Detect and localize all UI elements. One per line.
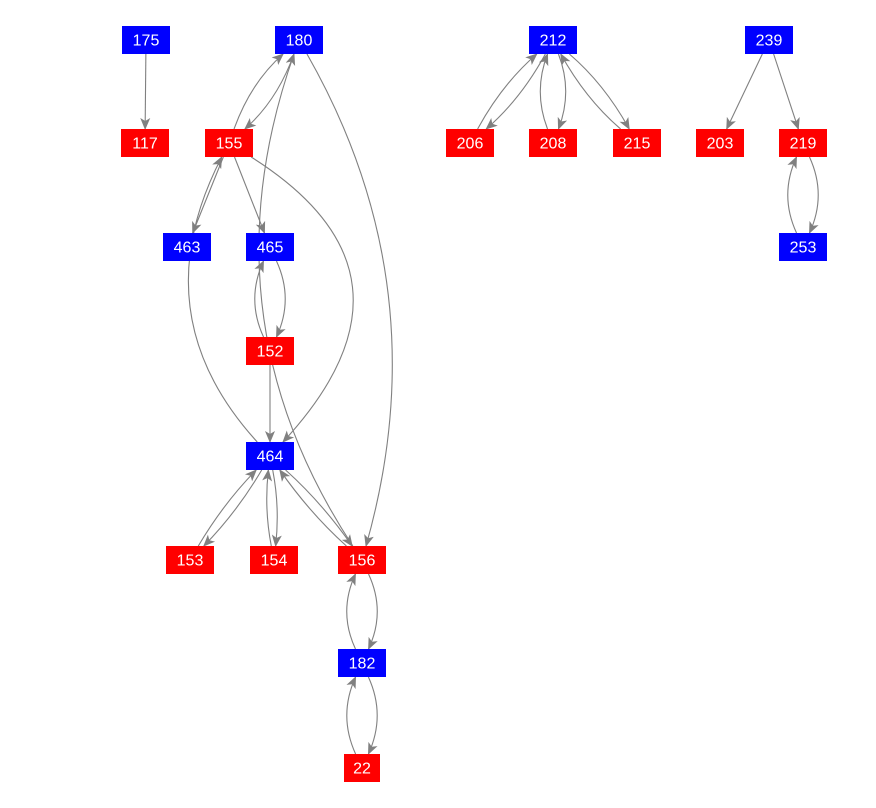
edge-464-to-154 [271,469,282,547]
node-box[interactable] [205,129,253,157]
edge-152-to-465 [254,260,265,338]
edge-465-to-152 [275,260,286,338]
node-box[interactable] [163,233,211,261]
edge-180-to-156 [306,53,393,547]
node-154[interactable]: 154 [250,546,298,574]
node-box[interactable] [338,649,386,677]
node-22[interactable]: 22 [344,754,380,782]
edge-22-to-182 [346,676,357,755]
node-label: 175 [133,33,160,50]
node-box[interactable] [275,26,323,54]
node-label: 154 [261,553,288,570]
node-219[interactable]: 219 [779,129,827,157]
edge-212-to-215 [568,53,630,130]
node-box[interactable] [246,233,294,261]
node-175[interactable]: 175 [122,26,170,54]
node-box[interactable] [121,129,169,157]
node-label: 208 [540,136,567,153]
edge-155-to-464 [250,156,354,443]
edge-156-to-182 [368,573,378,650]
node-label: 463 [174,240,201,257]
edge-253-to-219 [787,156,798,234]
node-label: 239 [756,33,783,50]
node-box[interactable] [446,129,494,157]
node-label: 152 [257,344,284,361]
edge-219-to-253 [808,156,819,234]
node-463[interactable]: 463 [163,233,211,261]
edge-464-to-156 [285,469,353,547]
node-label: 465 [257,240,284,257]
node-117[interactable]: 117 [121,129,169,157]
node-label: 219 [790,136,817,153]
edge-155-to-180 [233,53,284,130]
node-label: 206 [457,136,484,153]
edge-153-to-464 [197,469,257,547]
node-label: 215 [624,136,651,153]
node-155[interactable]: 155 [205,129,253,157]
node-box[interactable] [122,26,170,54]
node-box[interactable] [745,26,793,54]
edge-155-to-463 [192,156,224,234]
edge-175-to-117 [140,53,151,130]
node-label: 464 [257,449,284,466]
node-label: 22 [353,761,371,778]
node-label: 253 [790,240,817,257]
node-box[interactable] [696,129,744,157]
edge-239-to-219 [773,53,800,130]
node-box[interactable] [779,233,827,261]
node-203[interactable]: 203 [696,129,744,157]
node-label: 203 [707,136,734,153]
node-box[interactable] [250,546,298,574]
edge-156-to-180 [258,53,354,547]
edge-215-to-212 [560,53,622,130]
edge-156-to-464 [279,469,347,547]
edge-212-to-208 [557,53,568,130]
node-box[interactable] [613,129,661,157]
edge-208-to-212 [538,53,549,130]
node-212[interactable]: 212 [529,26,577,54]
node-465[interactable]: 465 [246,233,294,261]
node-label: 117 [132,136,158,153]
edge-206-to-212 [477,53,538,130]
node-box[interactable] [529,129,577,157]
node-215[interactable]: 215 [613,129,661,157]
node-box[interactable] [344,754,380,782]
node-label: 153 [177,553,204,570]
node-label: 155 [216,136,243,153]
node-label: 156 [349,553,376,570]
nodes-layer: 175 180 212 239 117 155 206 208 215 203 219 463 465 2… [121,26,827,782]
edge-155-to-465 [234,156,266,234]
node-206[interactable]: 206 [446,129,494,157]
node-239[interactable]: 239 [745,26,793,54]
node-253[interactable]: 253 [779,233,827,261]
node-box[interactable] [338,546,386,574]
edge-154-to-464 [262,469,273,547]
edge-464-to-153 [203,469,263,547]
node-182[interactable]: 182 [338,649,386,677]
node-153[interactable]: 153 [166,546,214,574]
edge-464-to-155 [187,156,258,443]
node-464[interactable]: 464 [246,442,294,470]
node-box[interactable] [779,129,827,157]
node-180[interactable]: 180 [275,26,323,54]
node-box[interactable] [529,26,577,54]
node-box[interactable] [246,337,294,365]
node-208[interactable]: 208 [529,129,577,157]
edge-239-to-203 [726,53,763,130]
node-box[interactable] [166,546,214,574]
node-label: 182 [349,656,376,673]
node-label: 212 [540,33,567,50]
node-label: 180 [286,33,313,50]
edges-layer [140,53,819,755]
node-156[interactable]: 156 [338,546,386,574]
node-box[interactable] [246,442,294,470]
node-152[interactable]: 152 [246,337,294,365]
edge-182-to-22 [367,676,378,755]
edge-212-to-206 [485,53,546,130]
edge-182-to-156 [346,573,356,650]
